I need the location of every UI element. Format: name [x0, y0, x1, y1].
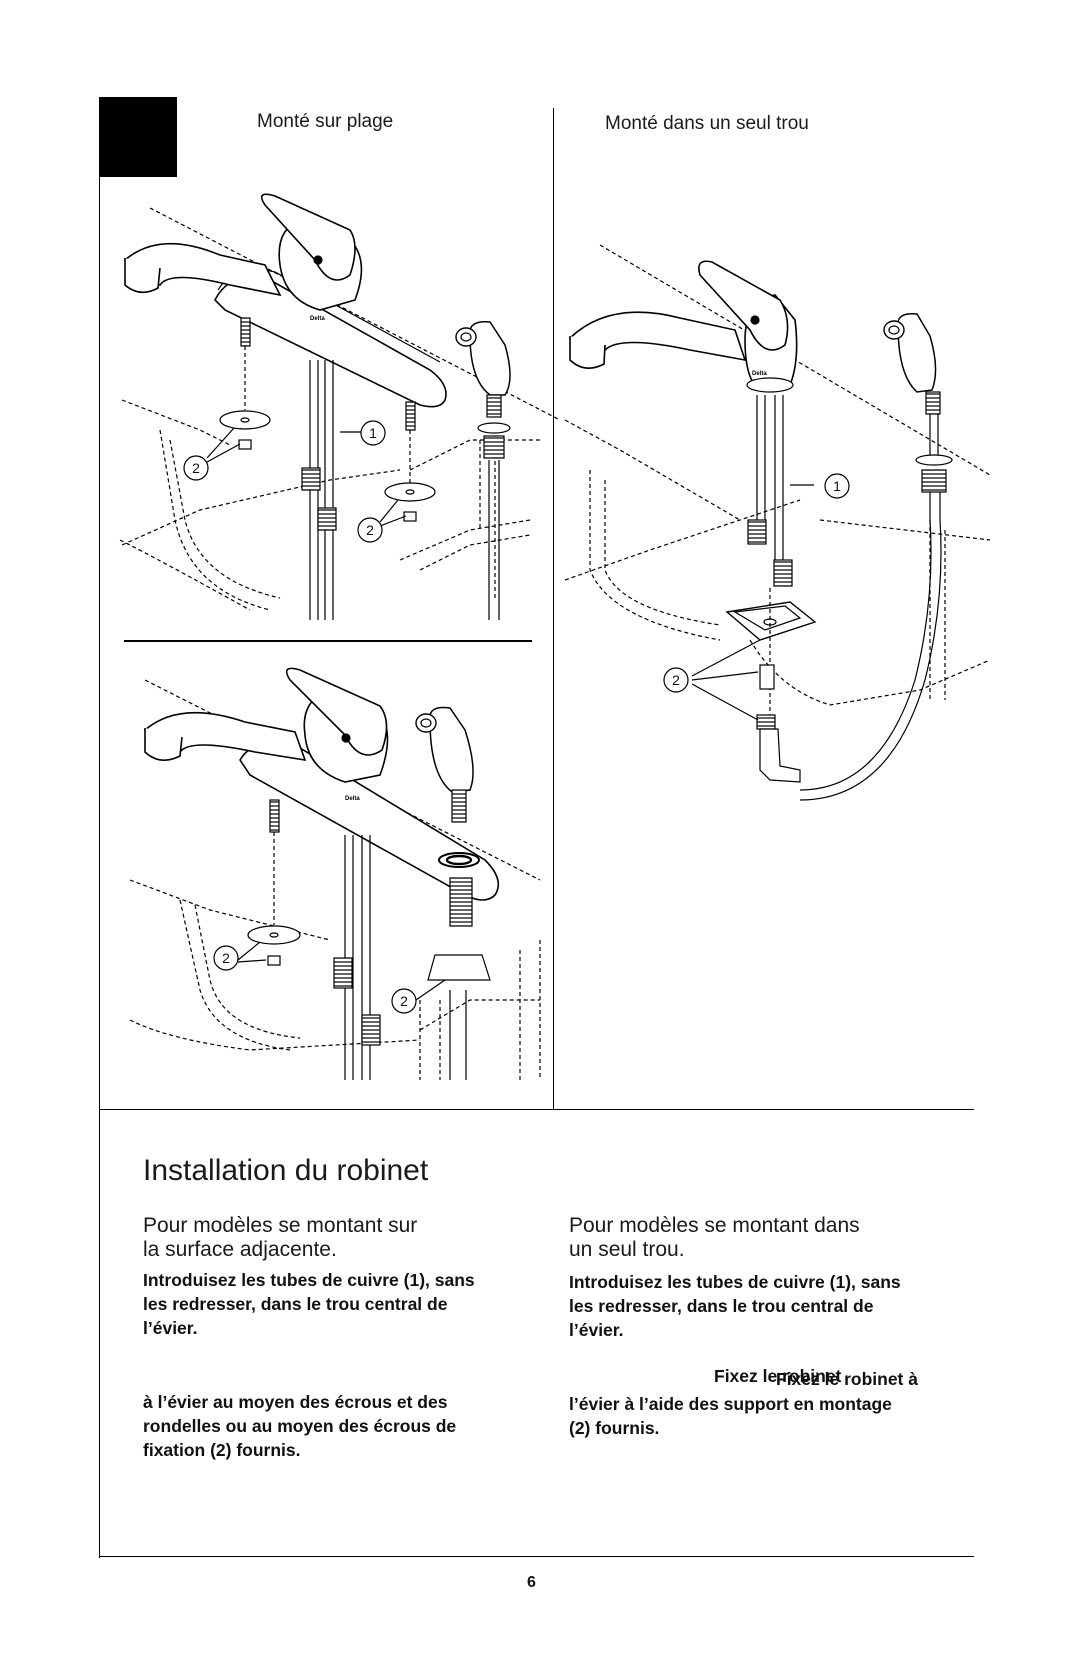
callout-fastener-left-a: 2 [183, 455, 209, 481]
callout-fastener-bottom-a: 2 [213, 945, 239, 971]
svg-text:2: 2 [192, 460, 200, 476]
center-divider-line [553, 108, 554, 1109]
right-step1-line: l’évier. [569, 1320, 624, 1340]
svg-text:1: 1 [369, 425, 377, 441]
left-figure-separator [124, 640, 532, 642]
left-step2-line: à l’évier au moyen des écrous et des [143, 1392, 448, 1412]
figure-bottom-rule [99, 1109, 974, 1110]
left-step1-line: l’évier. [143, 1318, 198, 1338]
left-subtitle-line1: Pour modèles se montant sur [143, 1214, 418, 1237]
callout-fastener-left-b: 2 [357, 517, 383, 543]
section-title: Installation du robinet [143, 1154, 429, 1187]
left-step2-line: rondelles ou au moyen des écrous de [143, 1416, 457, 1436]
single-hole-diagram: Delta [564, 244, 991, 801]
svg-text:2: 2 [366, 522, 374, 538]
right-step1-line: les redresser, dans le trou central de [569, 1296, 874, 1316]
left-subtitle-line2: la surface adjacente. [143, 1238, 337, 1261]
svg-text:2: 2 [672, 672, 680, 688]
right-step2-line: (2) fournis. [569, 1418, 660, 1438]
deck-mount-diagram: Delta [119, 193, 561, 620]
right-figure-title: Monté dans un seul trou [605, 113, 809, 134]
left-step2: à l’évier au moyen des écrous et des ron… [143, 1390, 456, 1462]
left-step1-line: les redresser, dans le trou central de [143, 1294, 448, 1314]
right-step2: l’évier à l’aide des support en montage … [569, 1392, 892, 1440]
svg-text:Delta: Delta [310, 316, 325, 322]
deck-mount-sprayer-diagram: Delta [129, 667, 541, 1080]
right-subtitle-line1: Pour modèles se montant dans [569, 1214, 860, 1237]
right-subtitle: Pour modèles se montant dans un seul tro… [569, 1214, 860, 1262]
bottom-rule [99, 1556, 974, 1557]
left-figure-title: Monté sur plage [257, 111, 394, 132]
step-tab [99, 97, 177, 177]
svg-text:Delta: Delta [752, 371, 767, 377]
right-step2-line: l’évier à l’aide des support en montage [569, 1394, 892, 1414]
svg-text:2: 2 [222, 950, 230, 966]
left-subtitle: Pour modèles se montant sur la surface a… [143, 1214, 417, 1262]
right-step1-line: Introduisez les tubes de cuivre (1), san… [569, 1272, 901, 1292]
right-step1: Introduisez les tubes de cuivre (1), san… [569, 1270, 901, 1342]
callout-tubes-right: 1 [824, 473, 850, 499]
right-step2-heading-a: Fixez le robinet [714, 1366, 842, 1386]
right-step2-heading-b: Fixez le robinet à [776, 1369, 918, 1389]
left-step1: Introduisez les tubes de cuivre (1), san… [143, 1268, 475, 1340]
callout-tubes-left: 1 [360, 420, 386, 446]
callout-fastener-right: 2 [663, 667, 689, 693]
right-subtitle-line2: un seul trou. [569, 1238, 685, 1261]
left-border-line [99, 176, 100, 1558]
callout-fastener-bottom-b: 2 [391, 988, 417, 1014]
left-step2-line: fixation (2) fournis. [143, 1440, 301, 1460]
svg-text:Delta: Delta [345, 796, 360, 802]
svg-text:1: 1 [833, 478, 841, 494]
left-step1-line: Introduisez les tubes de cuivre (1), san… [143, 1270, 475, 1290]
svg-text:2: 2 [400, 993, 408, 1009]
page-number: 6 [527, 1574, 536, 1591]
